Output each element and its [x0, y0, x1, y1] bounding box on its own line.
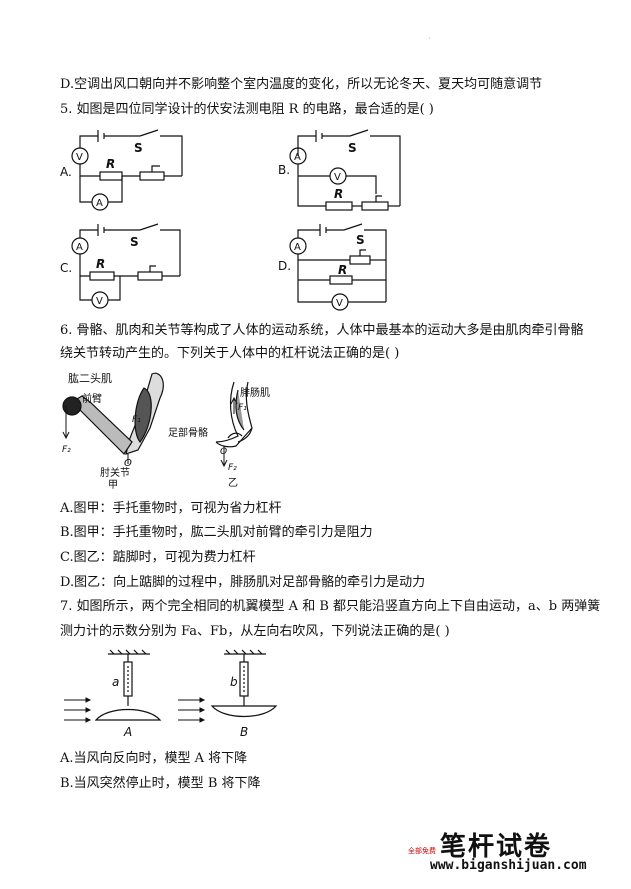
- svg-text:F₁: F₁: [238, 403, 247, 413]
- svg-text:R: R: [106, 157, 115, 171]
- biceps-label: 肱二头肌: [68, 371, 112, 385]
- question-5: 5. 如图是四位同学设计的伏安法测电阻 R 的电路，最合适的是( ): [60, 102, 434, 117]
- stray-dot: ·: [428, 34, 431, 43]
- svg-text:A: A: [294, 152, 301, 163]
- scale-a-label: a: [112, 675, 119, 689]
- svg-text:V: V: [334, 172, 341, 183]
- svg-text:S: S: [134, 141, 143, 155]
- circuit-a-label: A.: [60, 165, 72, 179]
- circuit-d-label: D.: [278, 259, 291, 273]
- foot-figure: 腓肠肌 F₁ 足部骨骼 O F₂ 乙: [168, 381, 270, 489]
- svg-text:F₁: F₁: [132, 415, 141, 425]
- svg-text:V: V: [76, 152, 83, 163]
- circuit-b-label: B.: [278, 163, 290, 177]
- circuit-d: D. A V S R: [278, 223, 387, 311]
- fig-yi-label: 乙: [228, 477, 238, 489]
- svg-text:O: O: [124, 458, 132, 469]
- watermark-url: www.biganshijuan.com: [430, 858, 587, 873]
- circuit-a: A. V A S R: [60, 129, 183, 211]
- svg-text:A: A: [76, 242, 83, 253]
- svg-text:S: S: [130, 235, 139, 249]
- question-7-line1: 7. 如图所示，两个完全相同的机翼模型 A 和 B 都只能沿竖直方向上下自由运动…: [60, 599, 601, 614]
- svg-text:A: A: [96, 198, 103, 209]
- watermark-small: 全部免费: [408, 847, 436, 855]
- question-7-line2: 测力计的示数分别为 Fa、Fb，从左向右吹风，下列说法正确的是( ): [60, 624, 450, 639]
- calf-label: 腓肠肌: [240, 387, 270, 399]
- svg-text:R: R: [334, 187, 343, 201]
- q6-option-c: C.图乙：踮脚时，可视为费力杠杆: [60, 550, 256, 565]
- question-6-line1: 6. 骨骼、肌肉和关节等构成了人体的运动系统，人体中最基本的运动大多是由肌肉牵引…: [60, 323, 584, 338]
- svg-text:S: S: [348, 141, 357, 155]
- fig-jia-label: 甲: [108, 480, 118, 491]
- svg-text:F₂: F₂: [228, 463, 237, 473]
- svg-text:R: R: [96, 257, 105, 271]
- model-b-label: B: [240, 725, 248, 739]
- q7-option-a: A.当风向反向时，模型 A 将下降: [60, 751, 248, 766]
- svg-text:R: R: [338, 263, 347, 277]
- q6-option-d: D.图乙：向上踮脚的过程中，腓肠肌对足部骨骼的牵引力是动力: [60, 575, 426, 590]
- elbow-label: 肘关节: [100, 466, 130, 479]
- svg-text:A: A: [294, 242, 301, 253]
- scale-b-label: b: [230, 675, 238, 689]
- forearm-label: 前臂: [82, 392, 102, 405]
- watermark-title: 笔杆试卷: [440, 832, 553, 862]
- foot-bones-label: 足部骨骼: [168, 426, 208, 439]
- svg-text:V: V: [336, 298, 343, 309]
- svg-text:O: O: [220, 447, 227, 457]
- circuit-c: C. A V S R: [60, 223, 181, 309]
- question-6-line2: 绕关节转动产生的。下列关于人体中的杠杆说法正确的是( ): [60, 346, 400, 361]
- model-a-label: A: [123, 725, 132, 739]
- svg-text:F₂: F₂: [62, 445, 71, 455]
- svg-text:S: S: [356, 233, 365, 247]
- q7-option-b: B.当风突然停止时，模型 B 将下降: [60, 776, 261, 791]
- q6-option-b: B.图甲：手托重物时，肱二头肌对前臂的牵引力是阻力: [60, 525, 373, 540]
- svg-text:V: V: [96, 296, 103, 307]
- option-d-previous: D.空调出风口朝向并不影响整个室内温度的变化，所以无论冬天、夏天均可随意调节: [60, 77, 543, 92]
- wing-figure: a b A B: [64, 649, 278, 739]
- circuit-c-label: C.: [60, 261, 72, 275]
- arm-figure: 肱二头肌 前臂 F₁ F₂ O 肘关节 甲: [62, 371, 164, 491]
- circuit-b: B. A V S R: [278, 129, 401, 211]
- q6-option-a: A.图甲：手托重物时，可视为省力杠杆: [60, 501, 282, 516]
